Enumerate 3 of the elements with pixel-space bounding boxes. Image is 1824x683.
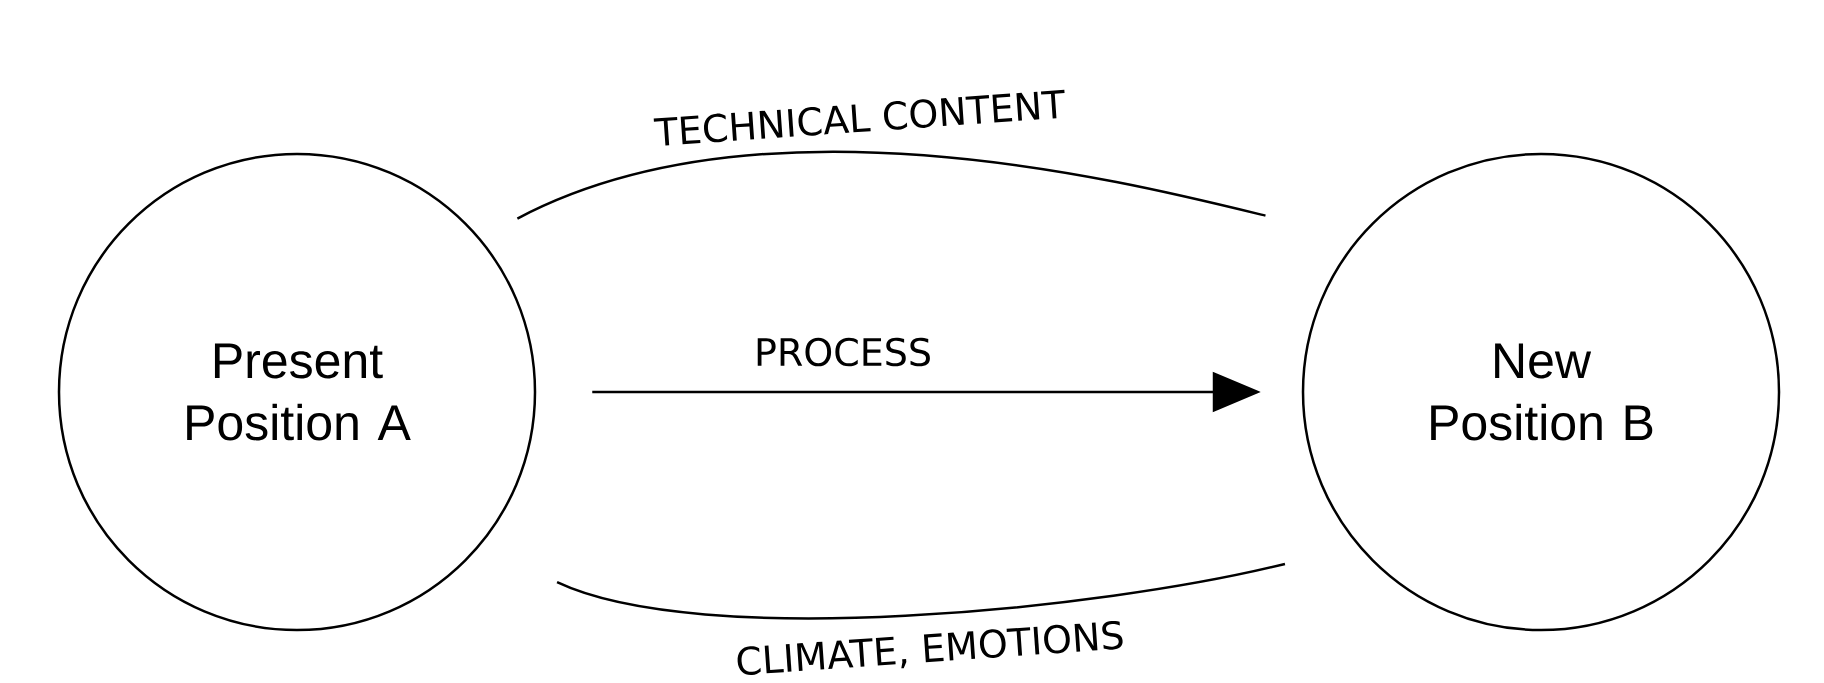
edge-label: TECHNICAL CONTENT [651, 87, 1069, 149]
edge-label: PROCESS [752, 335, 934, 369]
edge-label: CLIMATE, EMOTIONS [732, 618, 1128, 682]
